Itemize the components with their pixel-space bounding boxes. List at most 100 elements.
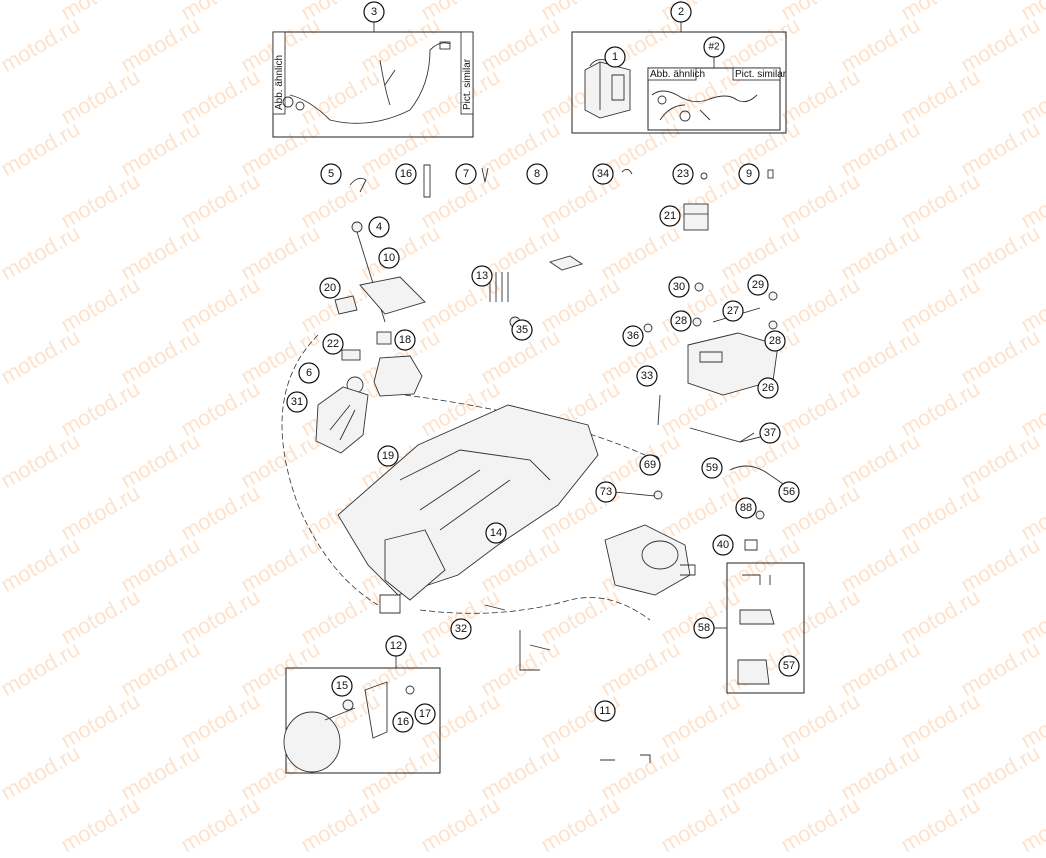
callout-circle[interactable]: [298, 362, 320, 384]
callout-13[interactable]: 13: [471, 265, 493, 287]
callout-circle[interactable]: [701, 457, 723, 479]
callout-hash-2-label: #2: [708, 42, 720, 53]
callout-circle[interactable]: [668, 276, 690, 298]
callout-number: 6: [306, 367, 312, 379]
callout-69[interactable]: 69: [639, 454, 661, 476]
callout-56[interactable]: 56: [778, 481, 800, 503]
callout-11[interactable]: 11: [594, 700, 616, 722]
callout-8[interactable]: 8: [526, 163, 548, 185]
callout-29[interactable]: 29: [747, 274, 769, 296]
callout-18[interactable]: 18: [394, 329, 416, 351]
callout-circle[interactable]: [394, 329, 416, 351]
callout-12[interactable]: 12: [385, 635, 407, 657]
watermark-text: motod.ru: [176, 792, 264, 858]
callout-4[interactable]: 4: [368, 216, 390, 238]
callout-circle[interactable]: [672, 163, 694, 185]
callout-circle[interactable]: [764, 330, 786, 352]
callout-circle[interactable]: [592, 163, 614, 185]
callout-circle[interactable]: [659, 205, 681, 227]
callout-circle[interactable]: [319, 277, 341, 299]
callout-32[interactable]: 32: [450, 618, 472, 640]
callout-73[interactable]: 73: [595, 481, 617, 503]
callout-number: 32: [455, 623, 467, 635]
callout-27[interactable]: 27: [722, 300, 744, 322]
callout-15[interactable]: 15: [331, 675, 353, 697]
starter-assembly: [604, 455, 791, 596]
callout-30[interactable]: 30: [668, 276, 690, 298]
callout-22[interactable]: 22: [322, 333, 344, 355]
callout-circle[interactable]: [712, 534, 734, 556]
callout-26[interactable]: 26: [757, 377, 779, 399]
callout-7[interactable]: 7: [455, 163, 477, 185]
callout-19[interactable]: 19: [377, 445, 399, 467]
callout-17[interactable]: 17: [414, 703, 436, 725]
callout-circle[interactable]: [322, 333, 344, 355]
callout-circle[interactable]: [757, 377, 779, 399]
callout-59[interactable]: 59: [701, 457, 723, 479]
callout-35[interactable]: 35: [511, 319, 533, 341]
callout-circle[interactable]: [670, 310, 692, 332]
callout-33[interactable]: 33: [636, 365, 658, 387]
callout-16[interactable]: 16: [392, 711, 414, 733]
callout-circle[interactable]: [722, 300, 744, 322]
callout-9[interactable]: 9: [738, 163, 760, 185]
callout-circle[interactable]: [759, 422, 781, 444]
callout-6[interactable]: 6: [298, 362, 320, 384]
callout-circle[interactable]: [286, 391, 308, 413]
callout-circle[interactable]: [471, 265, 493, 287]
callout-circle[interactable]: [738, 163, 760, 185]
callout-23[interactable]: 23: [672, 163, 694, 185]
callout-circle[interactable]: [747, 274, 769, 296]
callout-circle[interactable]: [511, 319, 533, 341]
callout-58[interactable]: 58: [693, 617, 715, 639]
callout-hash-2[interactable]: [703, 36, 725, 58]
callout-circle[interactable]: [622, 325, 644, 347]
callout-14[interactable]: 14: [485, 522, 507, 544]
callout-circle[interactable]: [639, 454, 661, 476]
callout-34[interactable]: 34: [592, 163, 614, 185]
callout-circle[interactable]: [395, 163, 417, 185]
callout-number: 58: [698, 622, 710, 634]
callout-88[interactable]: 88: [735, 497, 757, 519]
callout-circle[interactable]: [778, 655, 800, 677]
callout-circle[interactable]: [735, 497, 757, 519]
callout-57[interactable]: 57: [778, 655, 800, 677]
callout-circle[interactable]: [377, 445, 399, 467]
callout-number: 73: [600, 486, 612, 498]
callout-16[interactable]: 16: [395, 163, 417, 185]
callout-1[interactable]: [604, 46, 626, 68]
callout-number: 15: [336, 680, 348, 692]
callout-circle[interactable]: [455, 163, 477, 185]
box2-right-label: Pict. similar: [735, 69, 787, 80]
callout-circle[interactable]: [320, 163, 342, 185]
callout-circle[interactable]: [385, 635, 407, 657]
callout-36[interactable]: 36: [622, 325, 644, 347]
callout-circle[interactable]: [595, 481, 617, 503]
callout-20[interactable]: 20: [319, 277, 341, 299]
callout-21[interactable]: 21: [659, 205, 681, 227]
callout-2[interactable]: [670, 1, 692, 23]
callout-10[interactable]: 10: [378, 247, 400, 269]
callout-circle[interactable]: [450, 618, 472, 640]
callout-number: 33: [641, 370, 653, 382]
callout-28[interactable]: 28: [670, 310, 692, 332]
callout-circle[interactable]: [693, 617, 715, 639]
callout-circle[interactable]: [594, 700, 616, 722]
callout-40[interactable]: 40: [712, 534, 734, 556]
callout-circle[interactable]: [778, 481, 800, 503]
callout-circle[interactable]: [392, 711, 414, 733]
battery-assembly: [643, 282, 781, 443]
callout-31[interactable]: 31: [286, 391, 308, 413]
callout-circle[interactable]: [526, 163, 548, 185]
callout-circle[interactable]: [331, 675, 353, 697]
callout-3[interactable]: [363, 1, 385, 23]
callout-37[interactable]: 37: [759, 422, 781, 444]
callout-circle[interactable]: [414, 703, 436, 725]
callout-circle[interactable]: [485, 522, 507, 544]
callout-28[interactable]: 28: [764, 330, 786, 352]
callout-5[interactable]: 5: [320, 163, 342, 185]
callout-circle[interactable]: [378, 247, 400, 269]
callout-circle[interactable]: [368, 216, 390, 238]
callout-number: 29: [752, 279, 764, 291]
callout-circle[interactable]: [636, 365, 658, 387]
